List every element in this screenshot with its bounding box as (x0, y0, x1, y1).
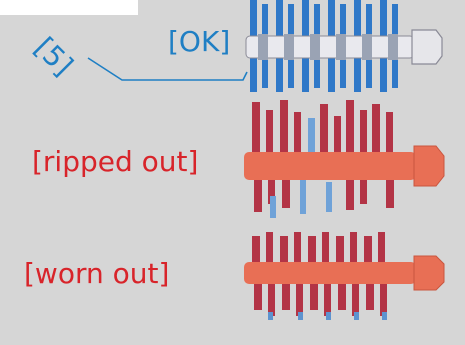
callout-leader-line (87, 57, 248, 81)
rotor-ok-end-cap (411, 29, 443, 65)
rotor-ripped (244, 100, 445, 218)
rotor-ripped-end-cap (413, 145, 445, 187)
rotor-worn-tines (252, 232, 387, 316)
label-worn-out: [worn out] (24, 257, 170, 290)
label-ok: [OK] (168, 25, 231, 58)
rotor-worn-end-cap (413, 255, 445, 291)
rotor-ok-collars (258, 34, 398, 60)
rotor-ripped-tines (252, 100, 394, 212)
image-corner-patch (0, 0, 138, 15)
rotor-ok-tines (250, 0, 398, 92)
rotor-worn-tine-tips (268, 312, 387, 320)
rotor-worn-shaft (244, 262, 416, 284)
rotor-ripped-exposed-tines (270, 118, 332, 218)
rotor-worn (244, 232, 445, 320)
rotor-ok (245, 0, 443, 92)
rotor-ripped-shaft (244, 152, 416, 180)
label-ripped-out: [ripped out] (32, 145, 199, 178)
